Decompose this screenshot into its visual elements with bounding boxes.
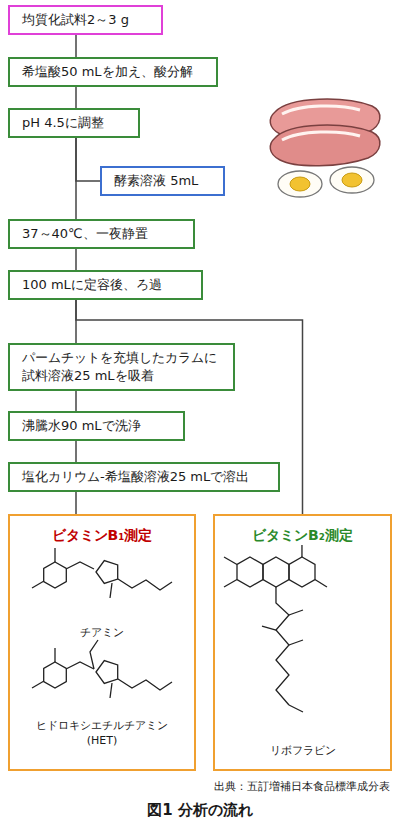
hydroxyl-bond	[289, 705, 303, 712]
step-text: 37～40℃、一夜静置	[22, 225, 148, 243]
flow-line	[75, 87, 77, 108]
bond	[118, 679, 172, 690]
compound-name: ヒドロキシエチルチアミン (HET)	[27, 719, 177, 749]
meat-fat	[282, 132, 360, 140]
compound-name: リボフラビン	[215, 744, 390, 759]
hydroxyethyl-branch	[90, 640, 98, 669]
isoalloxazine-ring	[237, 557, 263, 587]
process-box: 37～40℃、一夜静置	[8, 219, 195, 249]
compound-name: チアミン	[10, 626, 194, 641]
flow-line	[75, 441, 77, 462]
thiazolium-ring	[96, 561, 118, 584]
process-box: pH 4.5に調整	[8, 108, 140, 138]
pyrimidine-ring	[44, 662, 67, 688]
flow-line	[75, 35, 77, 57]
hydroxyl-bond	[262, 626, 276, 630]
egg-halves	[278, 167, 374, 197]
measurement-box: ビタミンB₂測定リボフラビン	[213, 514, 392, 771]
section-heading: ビタミンB₁測定	[10, 526, 194, 545]
process-box: パームチットを充填したカラムに 試料溶液25 mLを吸着	[8, 343, 235, 391]
process-box: 100 mLに定容後、ろ過	[8, 270, 203, 300]
step-text: 希塩酸50 mLを加え、酸分解	[22, 63, 193, 81]
step-text: 均質化試料2～3 g	[22, 11, 129, 29]
measurement-box: ビタミンB₁測定チアミンヒドロキシエチルチアミン (HET)	[8, 514, 196, 771]
process-box: 希塩酸50 mLを加え、酸分解	[8, 57, 218, 87]
ribityl-chain	[276, 587, 289, 705]
carbonyl-bond	[315, 580, 327, 588]
source-note: 出典：五訂増補日本食品標準成分表	[214, 779, 390, 794]
bond	[110, 683, 112, 698]
methyl-bond	[224, 557, 237, 565]
hydroxyl-bond	[289, 640, 303, 645]
bond	[66, 662, 94, 669]
flow-line	[75, 138, 77, 219]
hydroxyl-bond	[289, 610, 303, 615]
bond	[32, 681, 44, 688]
pyrimidine-ring	[44, 562, 67, 588]
step-text: 100 mLに定容後、ろ過	[22, 276, 162, 294]
egg-white	[330, 167, 374, 193]
section-heading: ビタミンB₂測定	[215, 526, 390, 545]
bond	[54, 548, 55, 562]
bond	[118, 579, 172, 590]
figure-caption: 図1 分析の流れ	[0, 801, 400, 820]
flow-line	[75, 249, 77, 270]
carbonyl-bond	[301, 545, 302, 557]
step-text: 沸騰水90 mLで洗浄	[22, 417, 141, 435]
bond	[66, 562, 94, 569]
flow-line	[75, 492, 77, 514]
process-box: 塩化カリウム-希塩酸溶液25 mLで溶出	[8, 462, 280, 492]
egg-white	[278, 171, 322, 197]
step-text: パームチットを充填したカラムに 試料溶液25 mLを吸着	[22, 349, 221, 384]
step-text: pH 4.5に調整	[22, 114, 104, 132]
bond	[110, 583, 112, 598]
egg-yolk	[342, 173, 362, 187]
meat-fat	[282, 106, 360, 114]
flow-line	[76, 138, 100, 181]
step-text: 酵素溶液 5mL	[114, 172, 198, 190]
isoalloxazine-ring	[289, 557, 315, 587]
bond	[54, 648, 55, 662]
sample-box: 均質化試料2～3 g	[8, 5, 163, 35]
meat-slice-bottom	[270, 125, 380, 166]
egg-yolk	[290, 177, 310, 191]
process-box: 沸騰水90 mLで洗浄	[8, 411, 185, 441]
reagent-box: 酵素溶液 5mL	[100, 166, 225, 196]
flow-line	[75, 391, 77, 411]
methyl-bond	[224, 580, 237, 588]
bond	[32, 581, 44, 588]
isoalloxazine-ring	[263, 557, 289, 587]
thiazolium-ring	[96, 661, 118, 684]
meat-slice	[270, 99, 380, 166]
step-text: 塩化カリウム-希塩酸溶液25 mLで溶出	[22, 468, 249, 486]
